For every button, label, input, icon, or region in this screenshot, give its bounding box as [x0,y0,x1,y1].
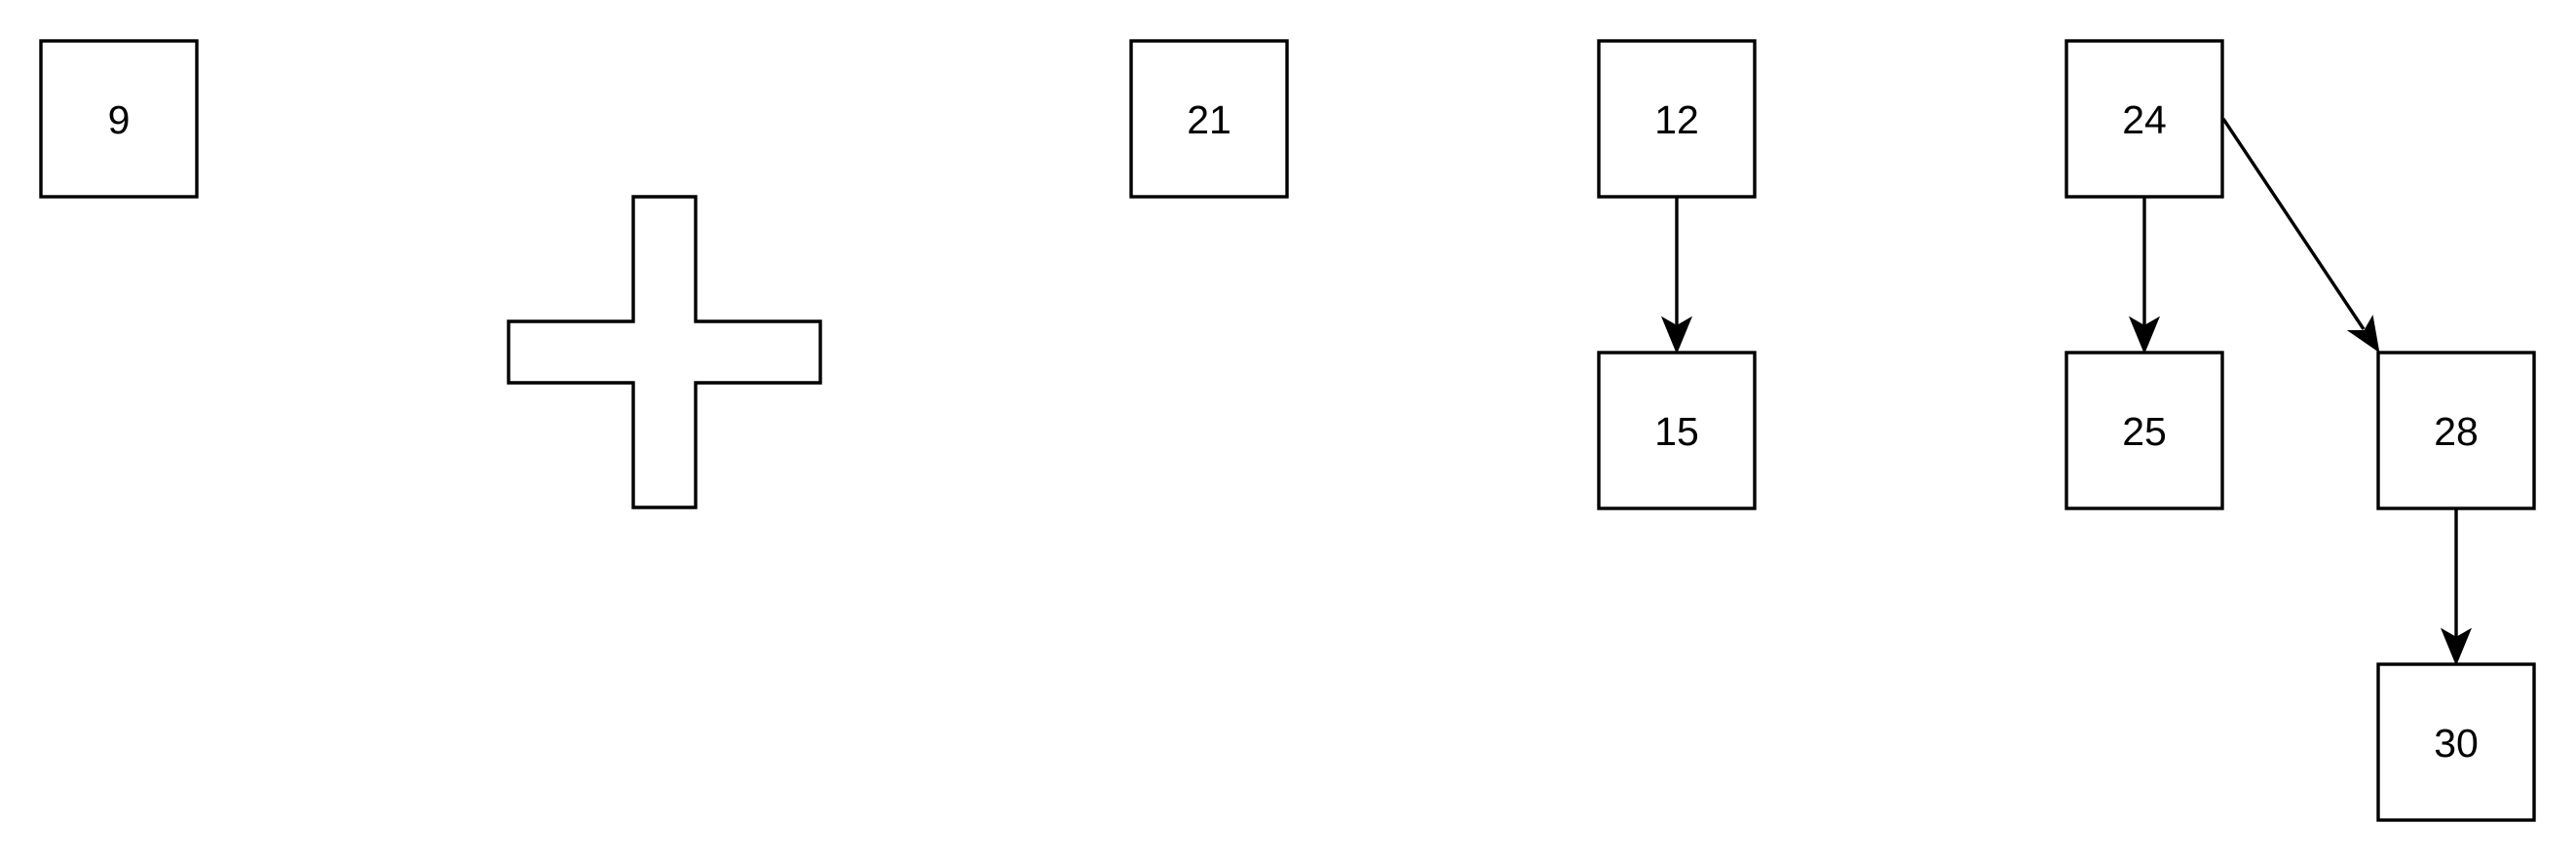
edge-24-to-28 [2221,118,2380,354]
edge-24-to-25 [2128,197,2161,355]
plus-icon [507,195,822,509]
node-15[interactable]: 15 [1597,351,1757,510]
edge-28-to-30 [2440,508,2473,666]
node-label: 24 [2122,97,2167,142]
node-30[interactable]: 30 [2376,662,2536,822]
node-24[interactable]: 24 [2065,39,2224,199]
node-label: 15 [1654,409,1699,454]
node-label: 9 [108,97,131,142]
node-25[interactable]: 25 [2065,351,2224,510]
node-label: 12 [1654,97,1699,142]
node-12[interactable]: 12 [1597,39,1757,199]
node-label: 30 [2434,721,2479,766]
edge-12-to-15 [1660,197,1693,355]
node-label: 28 [2434,409,2479,454]
node-21[interactable]: 21 [1129,39,1289,199]
edges [1660,118,2473,666]
node-9[interactable]: 9 [39,39,199,199]
node-28[interactable]: 28 [2376,351,2536,510]
node-label: 21 [1187,97,1231,142]
node-label: 25 [2122,409,2167,454]
